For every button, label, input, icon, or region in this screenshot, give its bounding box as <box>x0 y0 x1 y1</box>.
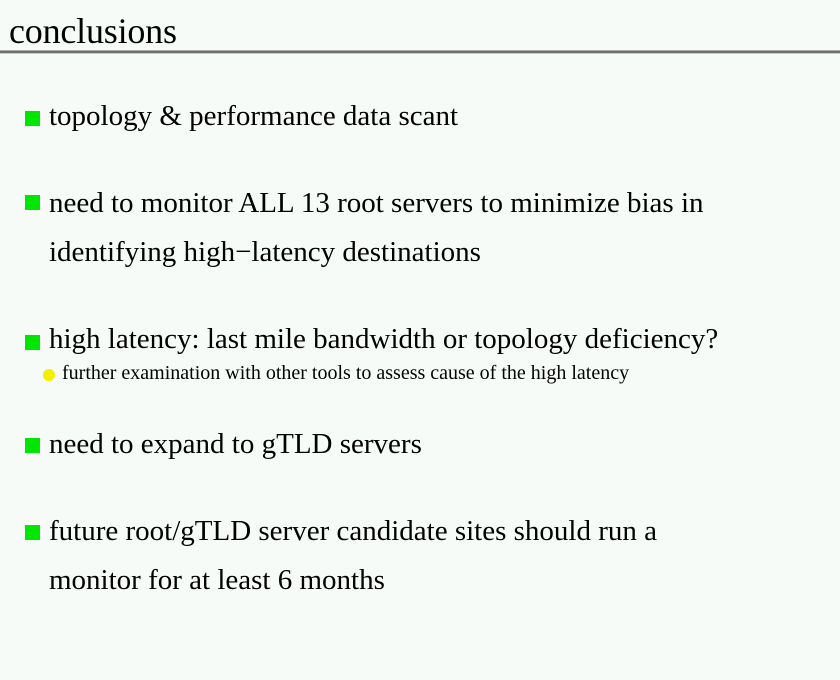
yellow-dot-bullet-icon <box>43 369 55 381</box>
bullet-line: need to expand to gTLD servers <box>49 428 422 460</box>
bullet-text: need to monitor ALL 13 root servers to m… <box>49 179 829 277</box>
bullet-text: need to expand to gTLD servers <box>49 420 829 469</box>
title-divider <box>0 50 840 54</box>
bullet-line: high latency: last mile bandwidth or top… <box>49 323 719 355</box>
bullet-text: future root/gTLD server candidate sites … <box>49 507 829 605</box>
green-square-bullet-icon <box>25 438 40 453</box>
green-square-bullet-icon <box>25 335 40 350</box>
bullet-line: identifying high−latency destinations <box>49 236 481 268</box>
bullet-line: topology & performance data scant <box>49 100 459 132</box>
green-square-bullet-icon <box>25 111 40 126</box>
bullet-text: high latency: last mile bandwidth or top… <box>49 315 829 364</box>
sub-bullet-text: further examination with other tools to … <box>62 362 630 384</box>
green-square-bullet-icon <box>25 525 40 540</box>
bullet-line: need to monitor ALL 13 root servers to m… <box>49 187 704 219</box>
bullet-line: monitor for at least 6 months <box>49 564 385 596</box>
page-title: conclusions <box>9 11 177 51</box>
bullet-text: topology & performance data scant <box>49 92 829 141</box>
bullet-line: future root/gTLD server candidate sites … <box>49 515 658 547</box>
green-square-bullet-icon <box>25 195 40 210</box>
